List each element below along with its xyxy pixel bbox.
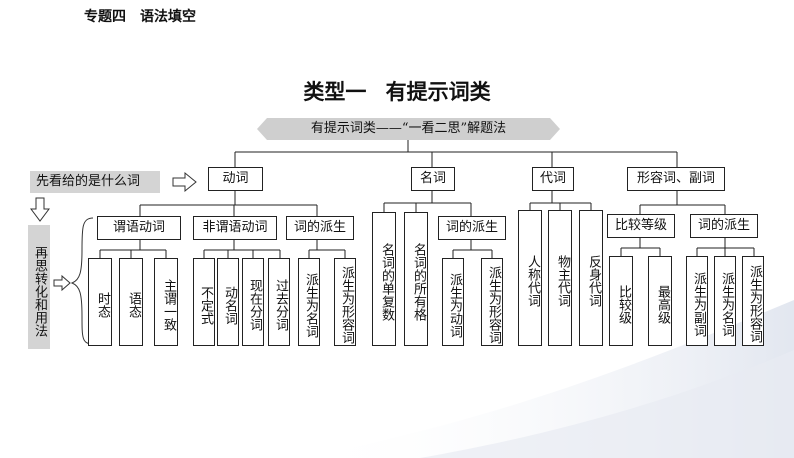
adj-subgroup-comparison: 比较等级 [607,214,675,238]
pronoun-item-possessive: 物主代词 [548,210,572,346]
adj-item-superlative: 最高级 [648,256,672,346]
verb-derive-noun: 派生为名词 [298,258,320,346]
noun-item-number: 名词的单复数 [372,212,396,346]
banner-shape [257,118,560,140]
verb-subgroup-derivation: 词的派生 [286,216,354,240]
verb-item-voice: 语态 [119,258,143,346]
verb-subgroup-predicate: 谓语动词 [97,216,181,240]
adj-item-comparative: 比较级 [609,256,633,346]
page-title: 类型一 有提示词类 [0,76,794,106]
noun-subgroup-derivation: 词的派生 [438,216,506,240]
verb-item-tense: 时态 [88,258,112,346]
category-verb: 动词 [208,167,263,191]
category-noun: 名词 [411,167,455,191]
verb-item-gerund: 动名词 [217,258,239,346]
verb-item-infinitive: 不定式 [193,258,215,346]
title-type: 类型一 [303,80,367,104]
adj-subgroup-derivation: 词的派生 [690,214,758,238]
category-pronoun: 代词 [532,167,574,191]
adj-derive-adjective: 派生为形容词 [742,256,764,346]
adj-derive-noun: 派生为名词 [714,256,736,346]
step-think-label: 再思转化和用法 [28,225,50,349]
verb-item-present-participle: 现在分词 [242,258,264,346]
pronoun-item-personal: 人称代词 [518,210,542,346]
adj-derive-adverb: 派生为副词 [686,256,708,346]
title-name: 有提示词类 [385,80,491,104]
banner-text: 有提示词类——“一看二思”解题法 [310,121,507,136]
noun-item-possessive: 名词的所有格 [404,212,428,346]
noun-derive-verb: 派生为动词 [442,258,464,346]
step-look-label: 先看给的是什么词 [30,171,160,193]
category-adj-adv: 形容词、副词 [627,167,725,191]
verb-derive-adjective: 派生为形容词 [334,258,356,346]
noun-derive-adjective: 派生为形容词 [481,258,503,346]
verb-item-agreement: 主谓一致 [154,258,178,346]
verb-subgroup-nonfinite: 非谓语动词 [193,216,277,240]
pronoun-item-reflexive: 反身代词 [579,210,603,346]
section-header: 专题四 语法填空 [84,9,196,25]
verb-item-past-participle: 过去分词 [268,258,290,346]
